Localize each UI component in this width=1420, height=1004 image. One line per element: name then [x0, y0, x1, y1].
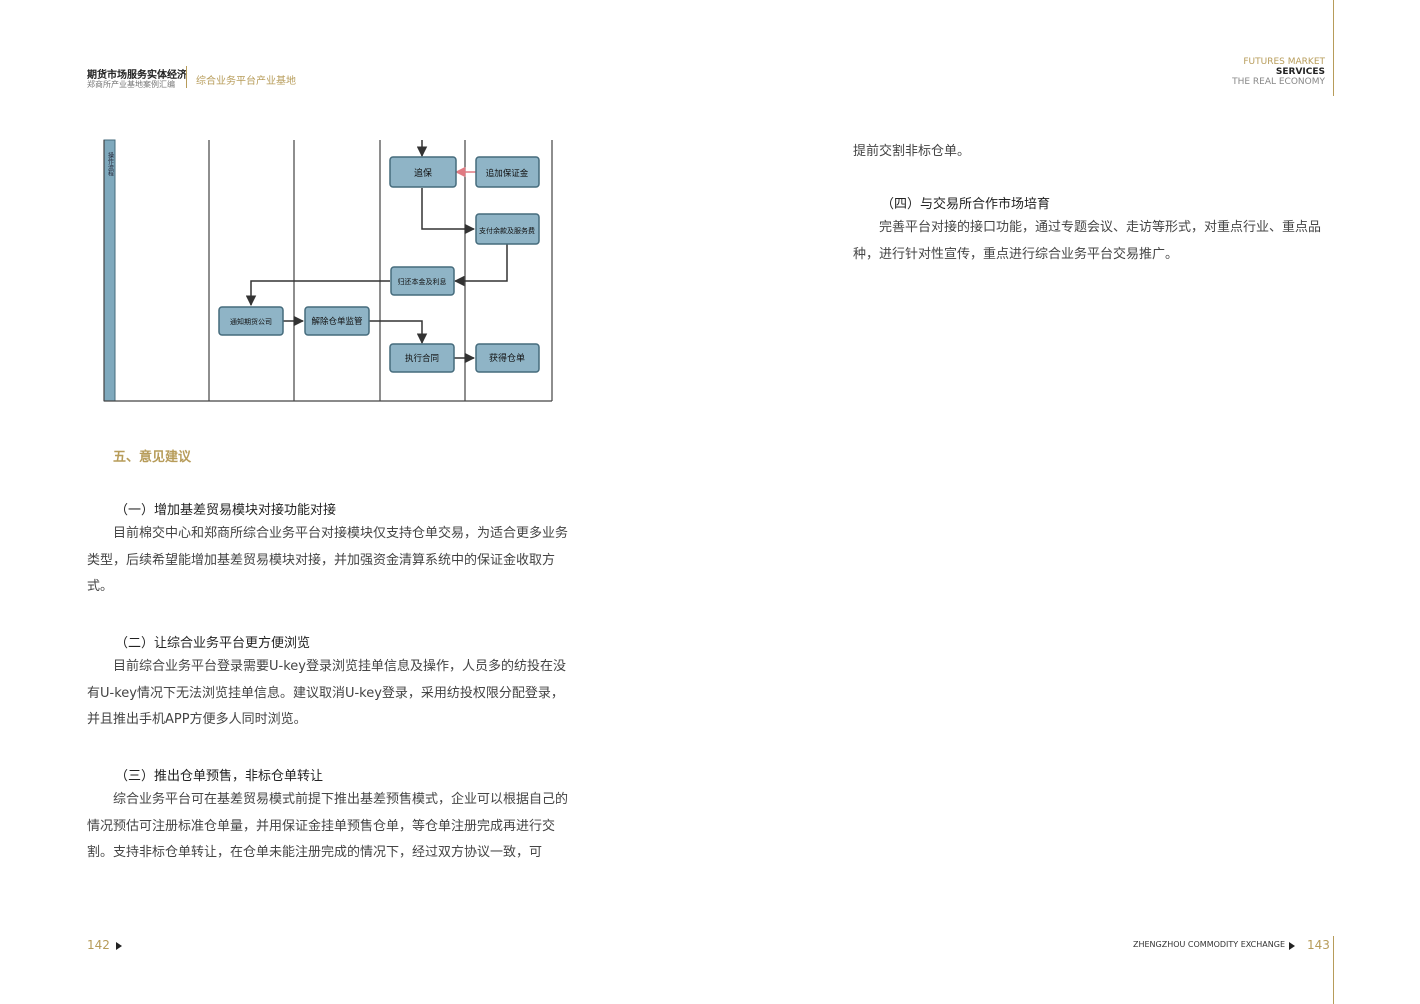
header-book-title: 期货市场服务实体经济 [87, 70, 187, 81]
page-arrow-right-icon [1289, 942, 1295, 950]
svg-text:支付余款及服务费: 支付余款及服务费 [479, 226, 535, 235]
page-number-right: 143 [1307, 938, 1330, 952]
svg-text:追加保证金: 追加保证金 [486, 168, 529, 179]
lane-label: 操作流程 [107, 151, 114, 177]
flowchart: 操作流程 追保 追加保证金 支付余款及服务费 归还本金及利息 通知期货公司 解除… [103, 139, 553, 402]
subsection-1-title: （一）增加基差贸易模块对接功能对接 [115, 503, 337, 518]
header-right-line1: FUTURES MARKET [1243, 57, 1325, 67]
right-margin-rule-bottom [1333, 936, 1334, 1004]
subsection-3-title: （三）推出仓单预售，非标仓单转让 [115, 769, 324, 784]
page-number-left: 142 [87, 938, 110, 952]
paragraph-continuation: 提前交割非标仓单。 [853, 144, 971, 159]
right-margin-rule-top [1333, 0, 1334, 96]
node-zhifu-yukuan: 支付余款及服务费 [475, 213, 540, 245]
node-zhixing-hetong: 执行合同 [389, 343, 455, 373]
subsection-2-body: 目前综合业务平台登录需要U-key登录浏览挂单信息及操作，人员多的纺投在没有U-… [87, 659, 566, 727]
node-zhuibao: 追保 [389, 156, 457, 188]
header-divider [186, 66, 187, 88]
page-arrow-left-icon [116, 942, 122, 950]
svg-text:执行合同: 执行合同 [405, 353, 439, 364]
subsection-2-title: （二）让综合业务平台更方便浏览 [115, 636, 311, 651]
svg-text:追保: 追保 [414, 167, 432, 179]
header-right-line2: SERVICES [1275, 67, 1325, 77]
node-jiechu-cangdan: 解除仓单监管 [304, 306, 370, 336]
lane-header-bar [103, 139, 116, 402]
subsection-4-title: （四）与交易所合作市场培育 [881, 197, 1051, 212]
subsection-3-body: 综合业务平台可在基差贸易模式前提下推出基差预售模式，企业可以根据自己的情况预估可… [87, 792, 569, 860]
svg-text:解除仓单监管: 解除仓单监管 [311, 316, 362, 327]
header-right-line3: THE REAL ECONOMY [1232, 77, 1325, 87]
node-zhuijia-baozhengjin: 追加保证金 [475, 156, 540, 188]
node-tongzhi-qihuo: 通知期货公司 [218, 306, 284, 336]
subsection-1-body: 目前棉交中心和郑商所综合业务平台对接模块仅支持仓单交易，为适合更多业务类型，后续… [87, 526, 569, 594]
subsection-4-body: 完善平台对接的接口功能，通过专题会议、走访等形式，对重点行业、重点品种，进行针对… [853, 220, 1322, 262]
header-book-subtitle: 郑商所产业基地案例汇编 [87, 80, 175, 89]
svg-text:获得仓单: 获得仓单 [489, 352, 525, 364]
node-huode-cangdan: 获得仓单 [475, 343, 540, 373]
svg-text:通知期货公司: 通知期货公司 [230, 317, 272, 326]
footer-exchange-name: ZHENGZHOU COMMODITY EXCHANGE [1132, 940, 1285, 949]
header-section-name: 综合业务平台产业基地 [196, 76, 296, 87]
node-guihuan-benjin: 归还本金及利息 [390, 266, 455, 296]
section-title-suggestions: 五、意见建议 [113, 450, 192, 465]
svg-text:归还本金及利息: 归还本金及利息 [398, 277, 447, 286]
